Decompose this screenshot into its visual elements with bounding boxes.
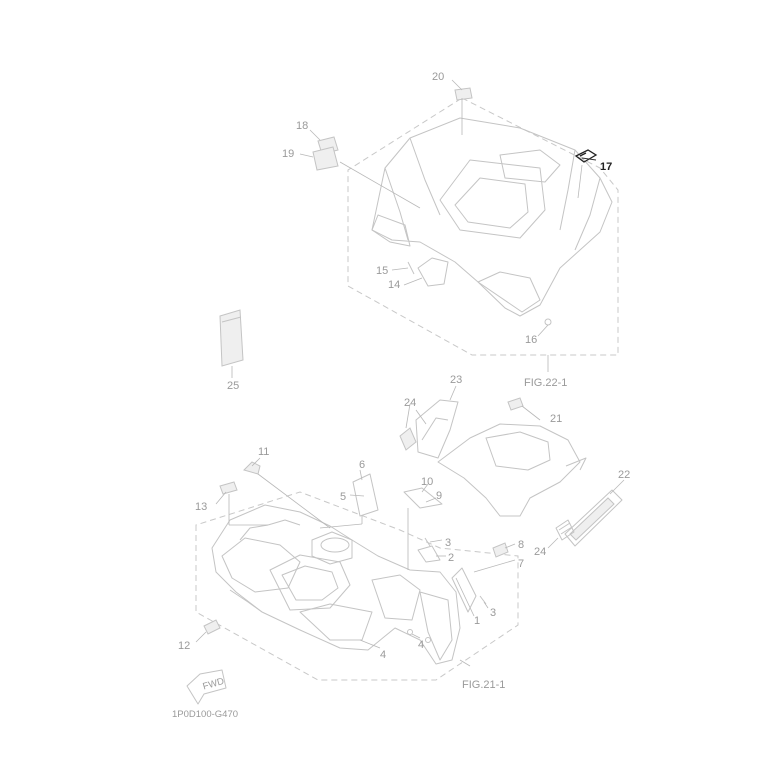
callout-24-upper[interactable]: 24 <box>404 397 416 409</box>
rear-assembly-boundary <box>347 97 619 356</box>
callout-3-lower[interactable]: 3 <box>490 607 496 619</box>
part-11-cap[interactable] <box>243 461 261 475</box>
part-10-decal[interactable] <box>403 487 443 509</box>
part-19-reflector-base[interactable] <box>312 146 339 171</box>
fig-22-1-label[interactable]: FIG.22-1 <box>524 377 567 389</box>
callout-25[interactable]: 25 <box>227 380 239 392</box>
callout-5[interactable]: 5 <box>340 491 346 503</box>
callout-18[interactable]: 18 <box>296 120 308 132</box>
callout-8[interactable]: 8 <box>518 539 524 551</box>
part-2-decal[interactable] <box>417 545 441 563</box>
callout-10[interactable]: 10 <box>421 476 433 488</box>
rear-fender-group <box>312 87 619 356</box>
callout-labels: 20 18 19 17 15 14 16 FIG.22-1 25 23 24 2… <box>172 71 630 720</box>
callout-4-left[interactable]: 4 <box>380 649 386 661</box>
callout-17-highlighted[interactable]: 17 <box>600 161 612 173</box>
front-fender-body[interactable] <box>211 504 461 665</box>
part-14-decal[interactable] <box>417 257 449 287</box>
part-22-emblem[interactable] <box>564 489 623 547</box>
callout-4-right[interactable]: 4 <box>418 639 424 651</box>
part-17-label-highlighted[interactable] <box>574 149 598 163</box>
callout-24-lower[interactable]: 24 <box>534 546 546 558</box>
callout-15[interactable]: 15 <box>376 265 388 277</box>
callout-23[interactable]: 23 <box>450 374 462 386</box>
callout-11[interactable]: 11 <box>258 446 269 458</box>
part-24-label-upper[interactable] <box>399 427 417 451</box>
callout-2[interactable]: 2 <box>448 552 454 564</box>
part-15-screw[interactable] <box>407 261 415 275</box>
part-16-clip[interactable] <box>544 318 552 326</box>
front-fender-group <box>195 461 519 681</box>
callout-12[interactable]: 12 <box>178 640 190 652</box>
part-7-panel[interactable] <box>451 567 477 613</box>
callout-20[interactable]: 20 <box>432 71 444 83</box>
callout-13[interactable]: 13 <box>195 501 207 513</box>
drawing-code: 1P0D100-G470 <box>172 709 238 720</box>
part-6-decal[interactable] <box>352 473 379 517</box>
fwd-text: FWD <box>202 676 226 693</box>
callout-3-upper[interactable]: 3 <box>445 537 451 549</box>
parts-21-24-leader-lines <box>405 385 625 549</box>
part-21-label[interactable] <box>507 397 524 411</box>
callout-19[interactable]: 19 <box>282 148 294 160</box>
part-23-shroud[interactable] <box>415 399 459 459</box>
fwd-direction-arrow <box>186 669 227 705</box>
part-4-clip-right[interactable] <box>425 637 431 643</box>
part-13-label[interactable] <box>219 481 238 495</box>
part-20-label[interactable] <box>454 87 473 101</box>
callout-7[interactable]: 7 <box>518 558 524 570</box>
callout-1[interactable]: 1 <box>474 615 480 627</box>
front-leader-lines <box>195 457 516 667</box>
part-3-screw-lower[interactable] <box>479 595 487 605</box>
part-25-sheet[interactable] <box>219 309 244 378</box>
part-4-clip-left[interactable] <box>407 629 413 635</box>
rear-leader-lines <box>299 79 597 372</box>
callout-21[interactable]: 21 <box>550 413 562 425</box>
callout-16[interactable]: 16 <box>525 334 537 346</box>
fig-21-1-label[interactable]: FIG.21-1 <box>462 679 505 691</box>
callout-6[interactable]: 6 <box>359 459 365 471</box>
part-12-label[interactable] <box>203 619 221 635</box>
part-24-label-lower[interactable] <box>555 519 575 541</box>
callout-22[interactable]: 22 <box>618 469 630 481</box>
parts-21-24-group <box>399 397 623 547</box>
rear-fender-body[interactable] <box>371 117 613 317</box>
part-21-cover[interactable] <box>437 423 581 517</box>
part-3-screw-upper[interactable] <box>424 537 431 547</box>
callout-14[interactable]: 14 <box>388 279 400 291</box>
callout-9[interactable]: 9 <box>436 490 442 502</box>
part-8-label[interactable] <box>492 542 509 558</box>
